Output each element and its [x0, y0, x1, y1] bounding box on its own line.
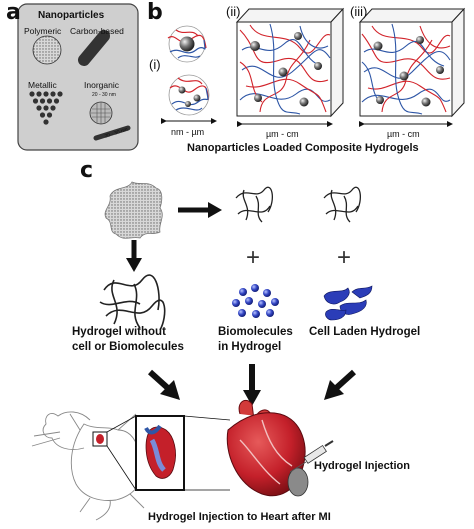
label-biomolecules-line2: in Hydrogel [218, 341, 282, 353]
scale-label-ii: µm - cm [266, 129, 299, 139]
hydrogel-cube-iii [358, 7, 466, 118]
rat-outline [31, 411, 145, 521]
type-label-carbon-based: Carbon-based [70, 26, 124, 36]
metallic-nanoparticles-icon [29, 91, 63, 125]
plus-sign-2: + [337, 244, 352, 271]
arrow-down [126, 240, 142, 272]
arrow-left-diagonal [147, 369, 180, 400]
hydrogel-cube-ii [235, 7, 345, 118]
hydrogel-network-small-1 [235, 186, 274, 223]
inorganic-rod-icon [93, 125, 131, 141]
rat-heart-marker [92, 431, 108, 447]
scale-label-iii: µm - cm [387, 129, 420, 139]
type-label-metallic: Metallic [28, 80, 57, 90]
label-biomolecules-line1: Biomolecules [218, 326, 293, 338]
type-label-polymeric: Polymeric [24, 26, 62, 36]
roman-label-iii: (iii) [350, 4, 368, 19]
type-label-inorganic: Inorganic [84, 80, 119, 90]
label-hydrogel-without-line2: cell or Biomolecules [72, 341, 184, 353]
panel-label-a: a [6, 0, 21, 25]
size-label-sphere: 20 - 30 nm [92, 92, 116, 98]
carbon-based-nanoparticle-icon [78, 30, 110, 66]
bottom-caption: Hydrogel Injection to Heart after MI [148, 511, 331, 523]
panel-label-c: c [80, 158, 94, 183]
hydrogel-sphere-top [167, 25, 207, 63]
hydrogel-network-small-2 [323, 186, 362, 223]
porous-scaffold-icon [104, 181, 163, 239]
polymeric-nanoparticle-icon [32, 35, 62, 65]
infarct-zone [287, 467, 309, 497]
roman-label-ii: (ii) [226, 4, 241, 19]
label-hydrogel-without-line1: Hydrogel without [72, 326, 166, 338]
scale-label-i: nm - µm [171, 127, 205, 137]
heart-icon [226, 399, 309, 497]
arrow-center-down [243, 364, 261, 406]
biomolecules-icon [232, 284, 279, 318]
panel-label-b: b [147, 0, 163, 25]
syringe-icon [289, 440, 334, 473]
arrow-right-diagonal [324, 369, 357, 400]
arrow-right [178, 202, 222, 218]
cells-icon [323, 285, 373, 321]
label-cell-laden: Cell Laden Hydrogel [309, 326, 421, 338]
plus-sign-1: + [246, 244, 261, 271]
nanoparticles-title: Nanoparticles [38, 10, 105, 21]
roman-label-i: (i) [149, 57, 161, 72]
injection-label: Hydrogel Injection [314, 460, 410, 472]
hydrogel-sphere-bottom [168, 74, 210, 116]
hydrogels-caption: Nanoparticles Loaded Composite Hydrogels [187, 142, 419, 154]
hydrogel-network-large [99, 274, 166, 331]
